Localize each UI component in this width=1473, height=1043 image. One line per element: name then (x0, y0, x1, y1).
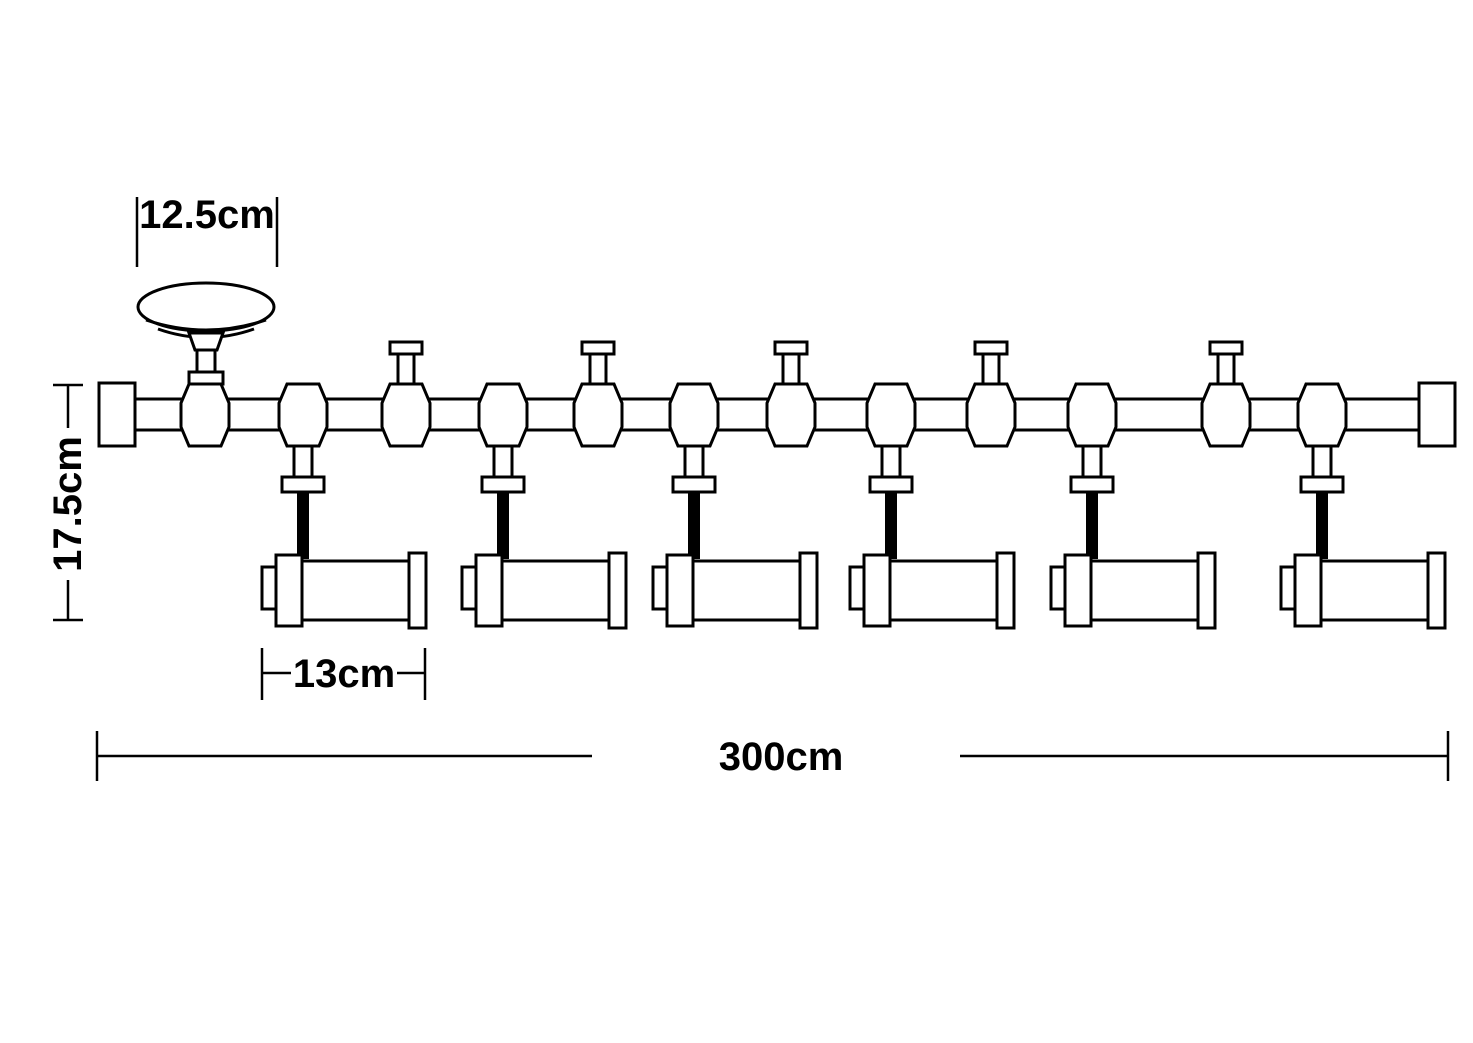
connector-barrel (572, 382, 624, 448)
spotlight (1279, 444, 1447, 630)
connector-barrel (965, 382, 1017, 448)
top-peg (973, 340, 1009, 387)
dim-spotlight-length: 13cm (260, 648, 427, 700)
connector-barrel (765, 382, 817, 448)
spotlight (848, 444, 1016, 630)
canopy-neck (186, 331, 226, 352)
connector-barrel (179, 382, 231, 448)
canopy-stem (195, 348, 217, 374)
rail-endcap-left (97, 381, 137, 448)
spotlights (260, 444, 1447, 630)
spotlight (260, 444, 428, 630)
dim-canopy-width-label: 12.5cm (139, 193, 275, 237)
canopy-ring-1 (145, 318, 267, 332)
dim-track-length: 300cm (95, 731, 1450, 781)
top-peg (773, 340, 809, 387)
dim-canopy-width: 12.5cm (135, 193, 279, 267)
rail-connectors (179, 382, 1348, 448)
top-pegs (388, 340, 1244, 387)
spotlight (651, 444, 819, 630)
connector-barrel (865, 382, 917, 448)
spotlight (1049, 444, 1217, 630)
dim-track-length-label: 300cm (719, 735, 844, 779)
connector-barrel (277, 382, 329, 448)
connector-barrel (380, 382, 432, 448)
top-peg (1208, 340, 1244, 387)
ceiling-canopy (136, 281, 276, 386)
canopy-flange (187, 370, 225, 386)
rail-endcap-right (1417, 381, 1457, 448)
dim-drop-height-label: 17.5cm (46, 436, 90, 572)
dim-spotlight-length-label: 13cm (293, 652, 395, 696)
connector-barrel (1296, 382, 1348, 448)
connector-barrel (477, 382, 529, 448)
top-peg (580, 340, 616, 387)
connector-barrel (668, 382, 720, 448)
spotlight (460, 444, 628, 630)
dim-drop-height: 17.5cm (46, 383, 90, 622)
connector-barrel (1200, 382, 1252, 448)
top-peg (388, 340, 424, 387)
connector-barrel (1066, 382, 1118, 448)
